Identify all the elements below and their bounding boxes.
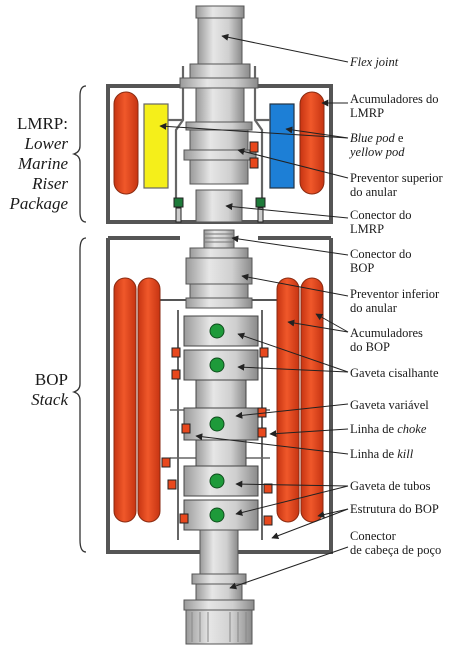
label-flex-joint: Flex joint — [350, 55, 399, 69]
label-linha-choke: Linha de choke — [350, 422, 427, 436]
bop-group-label: BOP Stack — [4, 370, 68, 410]
lmrp-hoses — [168, 66, 270, 200]
leader-lines — [159, 33, 349, 590]
lmrp-label-line5: Package — [9, 194, 68, 213]
label-gaveta-tubos: Gaveta de tubos — [350, 479, 431, 493]
blue-pod — [269, 103, 295, 189]
wellhead-connector — [183, 529, 255, 645]
bop-accumulators-right — [276, 277, 324, 523]
label-estrutura-bop: Estrutura do BOP — [350, 502, 439, 516]
label-pods: Blue pod e yellow pod — [350, 131, 405, 159]
lmrp-accumulator-right — [299, 91, 325, 195]
lmrp-brace — [71, 85, 87, 223]
label-gaveta-cisalhante: Gaveta cisalhante — [350, 366, 439, 380]
label-conector-bop: Conector do BOP — [350, 247, 412, 275]
yellow-pod — [143, 103, 169, 189]
label-preventor-superior: Preventor superior do anular — [350, 171, 443, 199]
bop-accumulators-left — [113, 277, 161, 523]
label-acumuladores-lmrp: Acumuladores do LMRP — [350, 92, 439, 120]
bop-label-line1: BOP — [34, 370, 68, 389]
lmrp-label-line1: LMRP: — [16, 114, 68, 133]
lmrp-label-line2: Lower — [24, 134, 68, 153]
label-gaveta-variavel: Gaveta variável — [350, 398, 429, 412]
label-linha-kill: Linha de kill — [350, 447, 414, 461]
lmrp-label-line4: Riser — [32, 174, 68, 193]
bop-brace — [71, 237, 87, 553]
lmrp-upper-stack — [179, 63, 259, 223]
bop-connector — [185, 229, 253, 309]
lmrp-group-label: LMRP: Lower Marine Riser Package — [4, 114, 68, 214]
label-acumuladores-bop: Acumuladores do BOP — [350, 326, 423, 354]
label-conector-cabeca: Conector de cabeça de poço — [350, 529, 442, 557]
lmrp-accumulator-left — [113, 91, 139, 195]
label-conector-lmrp: Conector do LMRP — [350, 208, 412, 236]
ram-valves — [161, 347, 273, 526]
bop-label-line2: Stack — [31, 390, 68, 409]
label-preventor-inferior: Preventor inferior do anular — [350, 287, 440, 315]
lmrp-label-line3: Marine — [17, 154, 68, 173]
lmrp-valves — [173, 141, 266, 223]
flex-joint — [195, 5, 245, 65]
ram-bonnets — [209, 323, 225, 523]
